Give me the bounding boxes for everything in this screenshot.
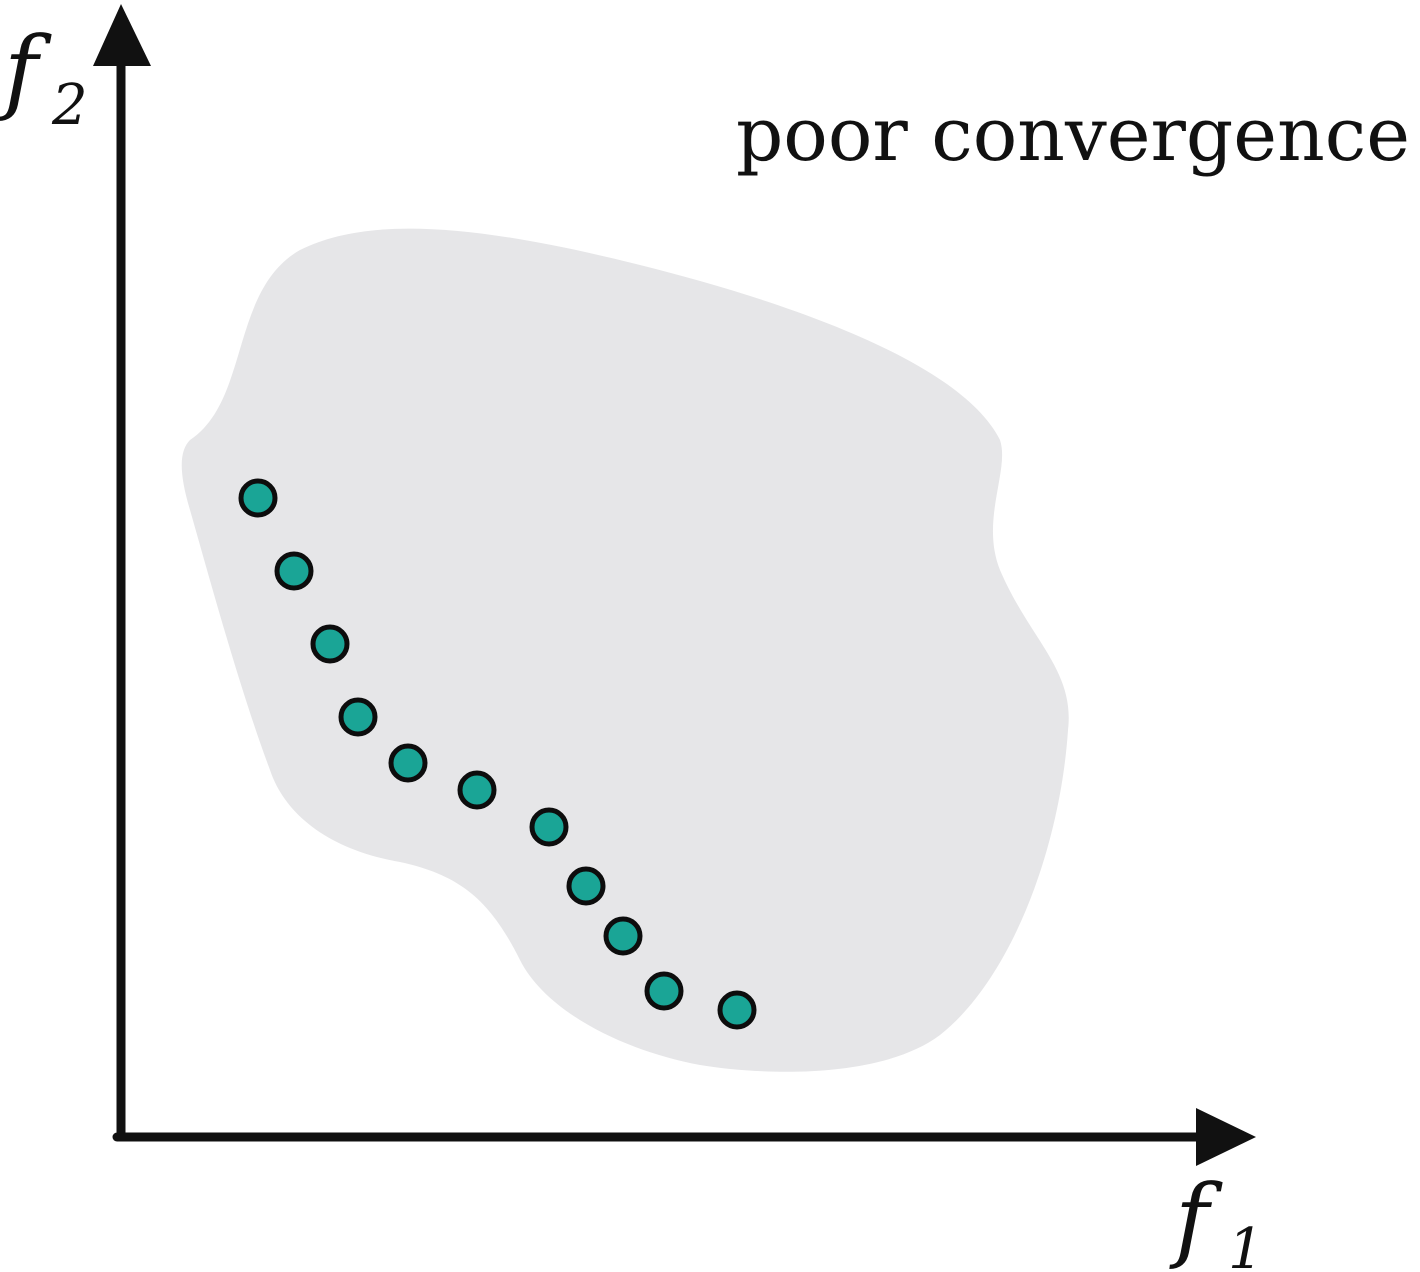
y-axis-subscript: 2 — [51, 73, 88, 138]
solution-point-7 — [529, 807, 569, 847]
x-axis-arrowhead — [1196, 1108, 1256, 1166]
solution-point-2 — [274, 551, 314, 591]
caption-poor-convergence: poor convergence — [736, 92, 1410, 178]
x-axis-subscript: 1 — [1228, 1217, 1264, 1272]
solution-point-9 — [603, 916, 643, 956]
solution-point-8 — [566, 866, 606, 906]
solution-point-11 — [717, 990, 757, 1030]
axes — [93, 4, 1256, 1166]
x-axis-symbol: f — [1169, 1165, 1223, 1272]
solution-point-1 — [238, 478, 278, 518]
objective-region-blob — [181, 228, 1069, 1072]
solution-point-10 — [644, 971, 684, 1011]
y-axis-label: f 2 — [0, 17, 88, 138]
solution-points — [238, 478, 757, 1030]
solution-point-3 — [310, 624, 350, 664]
y-axis-arrowhead — [93, 4, 151, 66]
solution-point-6 — [457, 770, 497, 810]
x-axis-label: f 1 — [1169, 1165, 1264, 1272]
solution-point-5 — [388, 743, 428, 783]
y-axis-symbol: f — [0, 17, 52, 124]
solution-point-4 — [338, 697, 378, 737]
